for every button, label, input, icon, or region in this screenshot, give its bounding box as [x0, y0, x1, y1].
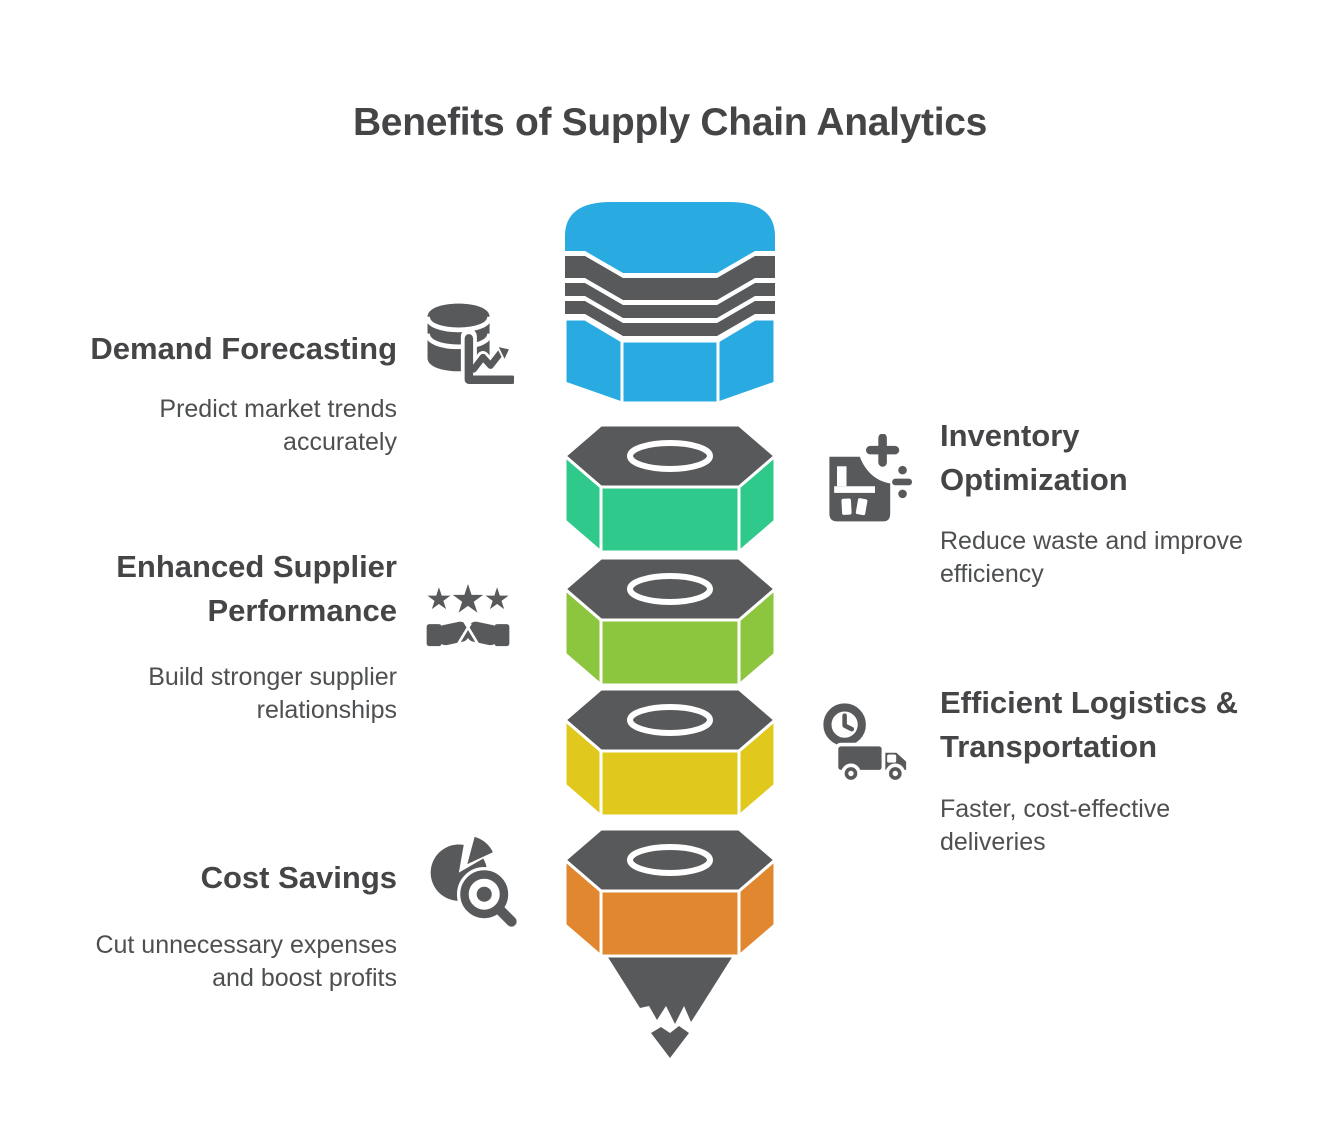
funnel-segment-2	[565, 558, 775, 687]
item-description-inventory-optimization: Reduce waste and improve efficiency	[940, 527, 1243, 589]
item-description-cost-savings: Cut unnecessary expenses and boost profi…	[95, 931, 397, 993]
svg-text:★: ★	[484, 583, 511, 616]
funnel-segment-1	[565, 425, 775, 554]
funnel-spout-tip	[651, 1026, 689, 1058]
segment-top	[565, 689, 775, 751]
segment-top	[565, 829, 775, 891]
truck-clock-icon	[822, 702, 917, 788]
svg-text:★: ★	[450, 578, 485, 622]
page-title: Benefits of Supply Chain Analytics	[352, 101, 988, 144]
item-heading-inventory-optimization: Inventory Optimization	[940, 418, 1128, 498]
svg-text:★: ★	[426, 583, 453, 616]
item-heading-logistics-transportation: Efficient Logistics & Transportation	[940, 685, 1238, 765]
pie-magnifier-icon	[425, 835, 519, 929]
item-description-demand-forecasting: Predict market trends accurately	[159, 395, 397, 457]
cylinder-band	[565, 256, 775, 300]
item-heading-demand-forecasting: Demand Forecasting	[90, 331, 397, 366]
cylinder-dome	[565, 202, 775, 273]
inventory-math-icon	[818, 434, 913, 529]
cylinder-lower-faces	[565, 317, 775, 405]
item-heading-cost-savings: Cost Savings	[200, 860, 397, 895]
segment-top	[565, 558, 775, 620]
cylinder-band	[565, 283, 775, 318]
item-heading-supplier-performance: Enhanced Supplier Performance	[116, 549, 397, 629]
funnel-graphic	[565, 202, 775, 1058]
database-chart-icon	[420, 297, 514, 391]
funnel-top-cylinder	[565, 202, 775, 405]
cylinder-band	[565, 301, 775, 336]
funnel-segment-3	[565, 689, 775, 818]
item-description-logistics-transportation: Faster, cost-effective deliveries	[940, 795, 1171, 857]
segment-top	[565, 425, 775, 487]
funnel-segment-4	[565, 829, 775, 958]
stars-handshake-icon: ★ ★ ★	[424, 574, 512, 662]
item-description-supplier-performance: Build stronger supplier relationships	[148, 663, 397, 725]
